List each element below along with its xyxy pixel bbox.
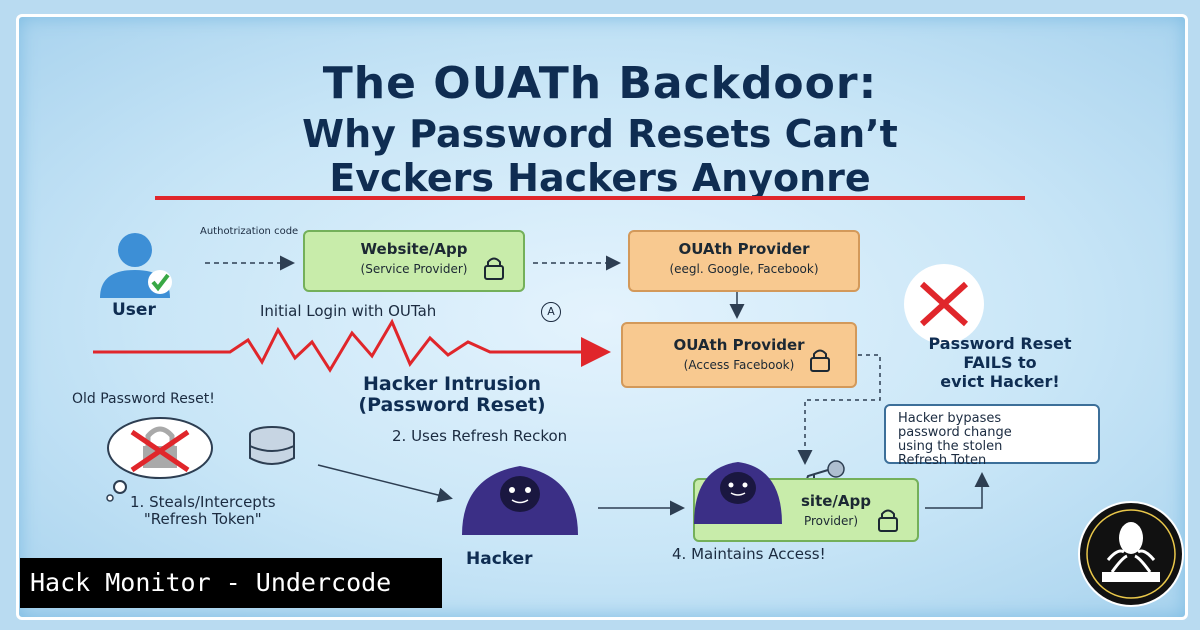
bypass-note: Hacker bypases password change using the… <box>884 404 1100 468</box>
website-box: Website/App (Service Provider) <box>303 230 525 292</box>
hacker-intrusion-label: Hacker Intrusion (Password Reset) <box>322 374 582 416</box>
website-box-title: Website/App <box>360 240 468 258</box>
database-icon <box>249 426 295 465</box>
step2-label: 2. Uses Refresh Reckon <box>392 427 568 445</box>
oauth-box-1-subtitle: (eegl. Google, Facebook) <box>669 262 819 276</box>
user-label: User <box>112 300 156 320</box>
fail-line-1: Password Reset <box>928 334 1072 353</box>
oauth-provider-box-2: OUAth Provider (Access Facebook) <box>621 322 857 388</box>
arrow-steal-to-hacker <box>317 464 453 503</box>
fail-line-2: FAILS to <box>963 353 1037 372</box>
bypass-note-line: Hacker bypases <box>898 411 1002 426</box>
circle-marker: A <box>541 302 561 322</box>
red-x-icon <box>904 264 984 344</box>
oauth-box-2-title: OUAth Provider <box>673 336 805 354</box>
arrow-oauth2-to-website2 <box>797 354 881 465</box>
bypass-note-line: Refresh Toten <box>898 453 987 468</box>
check-icon <box>148 270 172 294</box>
fail-line-3: evict Hacker! <box>940 372 1060 391</box>
diagram-frame <box>16 14 1188 620</box>
arrow-website2-to-note <box>925 472 990 509</box>
hacker-label: Hacker <box>466 549 533 569</box>
oauth-provider-box-1: OUAth Provider (eegl. Google, Facebook) <box>628 230 860 292</box>
step1-line-1: 1. Steals/Intercepts <box>130 493 276 511</box>
hacker-icon <box>694 462 782 524</box>
auth-code-label: Authotrization code <box>200 226 299 237</box>
step1-line-2: "Refresh Token" <box>143 510 262 528</box>
bypass-note-line: password change <box>898 425 1012 440</box>
title-line-1: The OUATh Backdoor: <box>322 58 878 109</box>
website-box-subtitle: (Service Provider) <box>360 262 468 276</box>
intrusion-line-1: Hacker Intrusion <box>363 373 541 395</box>
initial-login-label: Initial Login with OUTah <box>260 302 437 320</box>
logo-icon <box>1078 501 1184 607</box>
password-reset-fails-text: Password Reset FAILS to evict Hacker! <box>890 334 1110 391</box>
website-box-2-title: site/App <box>801 492 871 510</box>
website-box-2-subtitle: Provider) <box>803 514 859 528</box>
lock-icon <box>878 509 898 532</box>
lock-icon <box>810 349 830 372</box>
intrusion-line-2: (Password Reset) <box>358 394 546 416</box>
brand-label: Hack Monitor - Undercode <box>20 558 442 608</box>
bypass-note-line: using the stolen <box>898 439 1003 454</box>
oauth-box-2-subtitle: (Access Facebook) <box>683 358 795 372</box>
step1-label: 1. Steals/Intercepts "Refresh Token" <box>130 494 276 528</box>
step4-label: 4. Maintains Access! <box>672 545 826 563</box>
crossed-lock-thought-icon <box>106 417 213 502</box>
title-line-2: Why Password Resets Can’t <box>302 112 898 156</box>
oauth-box-1-title: OUAth Provider <box>678 240 810 258</box>
old-password-reset-label: Old Password Reset! <box>72 391 215 407</box>
title-line-3: Evckers Hackers Anyonre <box>329 156 871 200</box>
lock-icon <box>484 257 504 280</box>
intrusion-zigzag <box>93 318 611 373</box>
hacker-icon <box>462 466 578 535</box>
